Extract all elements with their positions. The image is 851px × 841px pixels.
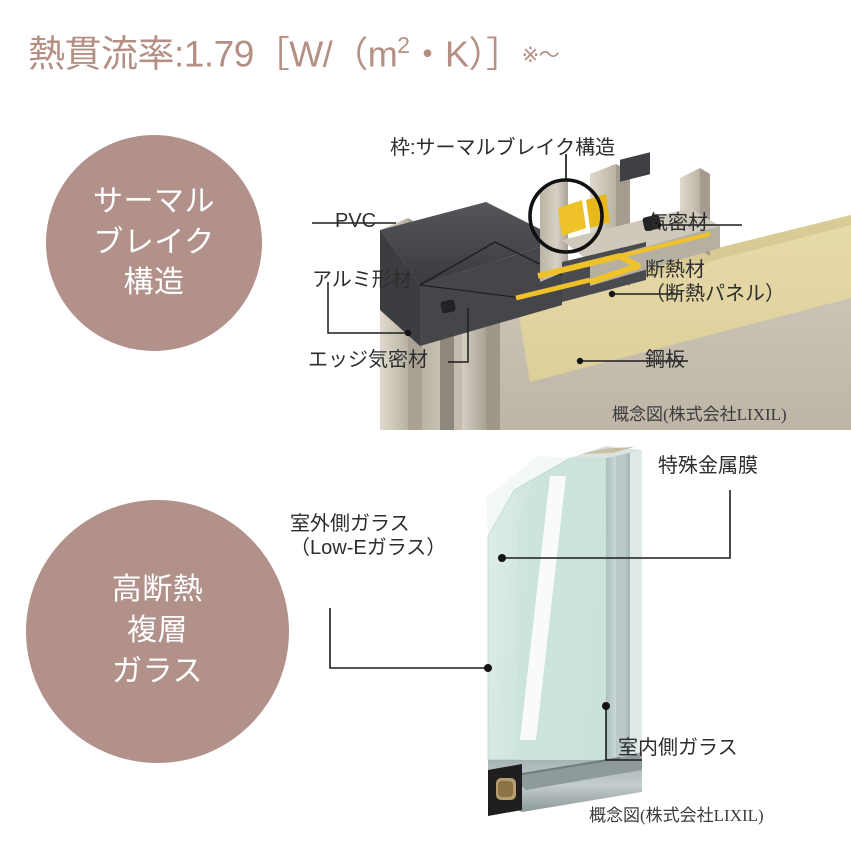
callout-edge-airtight: エッジ気密材 (308, 349, 428, 371)
callout-frame-thermal-break: 枠:サーマルブレイク構造 (390, 137, 616, 159)
page-title: 熱貫流率:1.79［W/（m2・K）］※〜 (28, 32, 560, 75)
page-title-footnote-mark: ※〜 (521, 44, 560, 68)
feature-circle-glass: 高断熱 複層 ガラス (26, 500, 289, 763)
callout-pvc: PVC (335, 210, 377, 232)
page-title-main: 熱貫流率:1.79 (28, 33, 254, 75)
feature-circle-thermal-break: サーマル ブレイク 構造 (46, 135, 262, 351)
double-glazing-diagram: 特殊金属膜 室外側ガラス （Low-Eガラス） 室内側ガラス (270, 440, 851, 830)
glass-diagram-caption: 概念図(株式会社LIXIL) (589, 806, 764, 825)
feature-circle-glass-label: 高断熱 複層 ガラス (111, 573, 204, 688)
page-title-unit-close: ・K）］ (409, 33, 523, 75)
callout-indoor-glass: 室内側ガラス (618, 737, 738, 759)
callout-aluminium-profile: アルミ形材 (312, 269, 412, 291)
page-title-unit-open: ［W/（m (253, 33, 398, 75)
callout-special-metal-film: 特殊金属膜 (658, 455, 758, 477)
double-glazing-illustration (329, 446, 731, 816)
callout-outdoor-glass: 室外側ガラス （Low-Eガラス） (290, 513, 447, 560)
callout-airtight-material: 気密材 (648, 212, 708, 234)
callout-steel-plate: 鋼板 (645, 349, 685, 371)
frame-cross-section-illustration (312, 152, 851, 430)
frame-diagram-caption: 概念図(株式会社LIXIL) (612, 405, 787, 424)
callout-insulation-panel: 断熱材 （断熱パネル） (645, 259, 785, 306)
page-title-unit-sup: 2 (397, 32, 410, 58)
frame-cross-section-diagram: 枠:サーマルブレイク構造 PVC 気密材 アルミ形材 エッジ気密材 断熱材 （断… (290, 130, 851, 430)
feature-circle-thermal-break-label: サーマル ブレイク 構造 (93, 184, 215, 300)
